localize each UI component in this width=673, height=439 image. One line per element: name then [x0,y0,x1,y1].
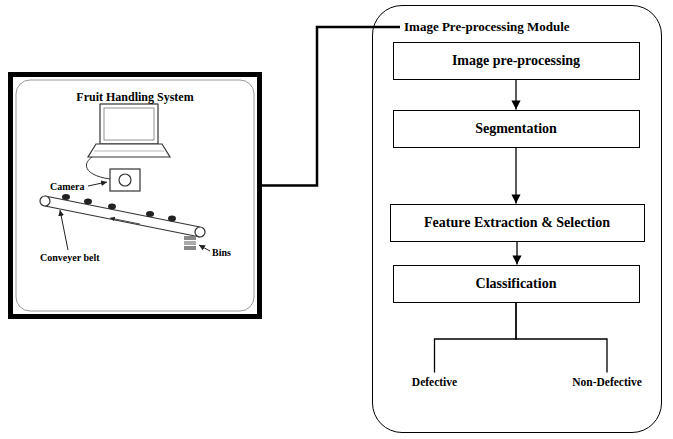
camera-lens [119,174,131,186]
flow-arrow [515,148,516,204]
bin [184,236,196,240]
fruit [168,216,176,222]
outcome-label: Defective [393,376,477,394]
outcome-text: Non-Defective [558,376,657,388]
system-frame: Fruit Handling System [8,72,262,319]
belt-direction [110,218,140,224]
belt-bottom [45,206,200,237]
box-label: Segmentation [475,121,557,137]
bins-pointer [199,245,210,251]
camera-body [110,169,140,191]
fruit [62,194,70,200]
outcome-text: Defective [393,376,477,388]
belt-top [45,196,200,227]
fruit [108,204,116,210]
laptop-base [88,144,170,157]
connector-line [516,303,607,373]
part-label: Bins [212,247,231,258]
camera-pointer [88,182,107,186]
connector-line [262,27,400,186]
inner-panel [16,80,254,311]
outcome-label: Non-Defective [558,376,657,394]
box-label: Classification [476,276,557,292]
process-box: Classification [393,265,640,303]
connector-line [435,303,517,373]
part-label: Conveyer belt [40,252,100,263]
laptop-screen [100,104,158,144]
part-label: Camera [50,181,84,192]
box-label: Image pre-processing [452,53,580,69]
bin [184,241,196,245]
camera-cable [86,157,110,179]
process-box: Feature Extraction & Selection [390,204,645,242]
laptop-display [104,108,154,140]
belt-pointer [60,210,68,250]
flow-arrow [516,242,517,265]
fruit [146,211,154,217]
belt-roller [40,196,50,206]
heading: Image Pre-processing Module [404,19,661,35]
bin [184,246,196,250]
belt-roller [195,227,205,237]
process-box: Segmentation [393,110,640,148]
module-container: Image Pre-processing ModuleImage pre-pro… [372,5,662,433]
fruit [84,199,92,205]
laptop-keys [94,151,164,152]
box-label: Feature Extraction & Selection [424,215,610,231]
flow-arrow [515,80,516,110]
process-box: Image pre-processing [393,42,640,80]
heading: Fruit Handling System [13,90,257,105]
